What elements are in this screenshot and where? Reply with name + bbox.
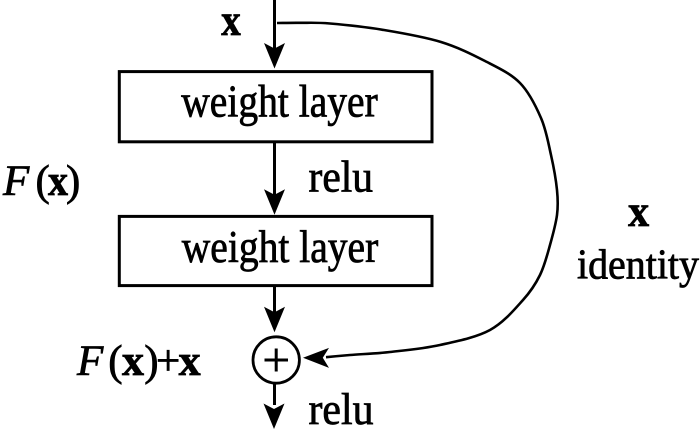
svg-text:x: x (122, 338, 145, 385)
svg-text:relu: relu (309, 153, 374, 202)
svg-text:x: x (48, 158, 68, 205)
svg-text:x: x (628, 187, 649, 236)
svg-text:+: + (156, 338, 180, 385)
svg-text:F: F (2, 158, 30, 205)
svg-text:relu: relu (309, 385, 374, 429)
svg-text:weight layer: weight layer (182, 222, 379, 272)
svg-text:weight layer: weight layer (181, 77, 378, 127)
svg-text:F: F (76, 338, 104, 385)
svg-text:): ) (144, 338, 158, 385)
svg-text:x: x (179, 338, 202, 385)
svg-text:): ) (66, 158, 80, 205)
svg-text:(: ( (108, 338, 122, 385)
svg-text:x: x (221, 0, 241, 45)
svg-text:(: ( (36, 158, 50, 205)
svg-text:identity: identity (577, 243, 699, 289)
